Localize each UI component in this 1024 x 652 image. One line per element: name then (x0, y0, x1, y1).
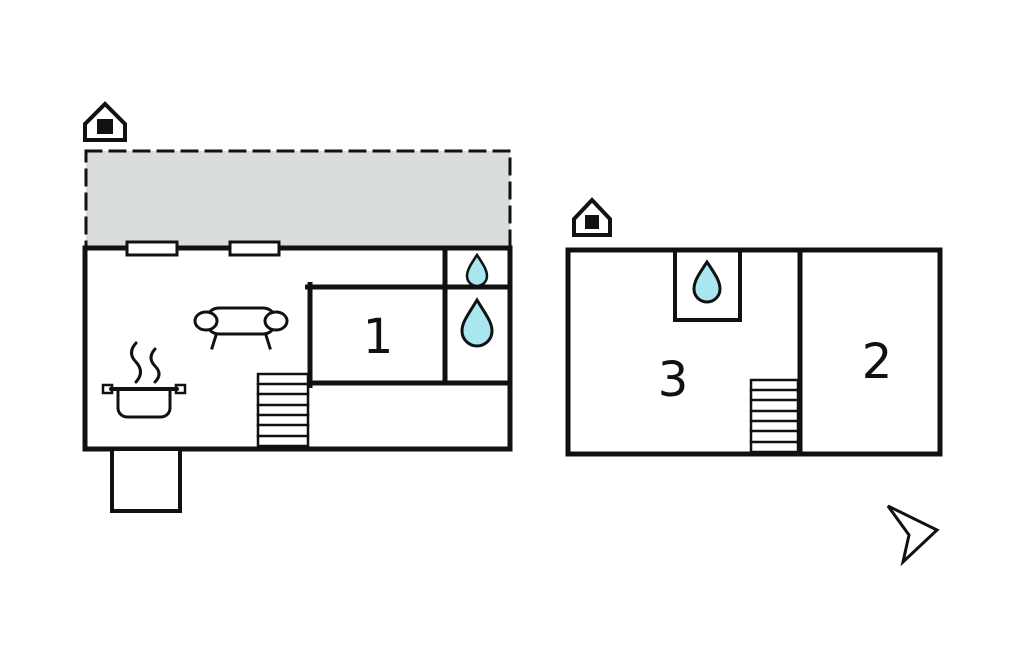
steam-line (149, 347, 161, 384)
room-3-label: 3 (658, 352, 689, 408)
stairs-icon (256, 372, 310, 448)
water-drop-icon (692, 259, 722, 304)
plan-root: 1 (82, 101, 943, 567)
water-drop-icon (465, 252, 489, 288)
window-icon (228, 240, 281, 257)
north-arrow-icon (886, 504, 940, 567)
terrace-area (84, 149, 512, 250)
sofa-icon (193, 306, 289, 350)
room-1-label: 1 (363, 309, 394, 365)
steam-line (130, 341, 142, 384)
bathroom-walls-upper (673, 248, 742, 322)
upper-floor: 3 2 (565, 197, 943, 457)
cooking-pot-icon (101, 341, 187, 419)
room-2-label: 2 (862, 334, 893, 390)
stairs-icon (749, 378, 800, 454)
ground-floor: 1 (82, 101, 513, 513)
water-drop-icon (460, 297, 494, 348)
window-icon (125, 240, 179, 257)
entrance-vestibule (110, 447, 182, 513)
house-entrance-icon (572, 197, 612, 237)
house-entrance-icon (83, 101, 127, 142)
